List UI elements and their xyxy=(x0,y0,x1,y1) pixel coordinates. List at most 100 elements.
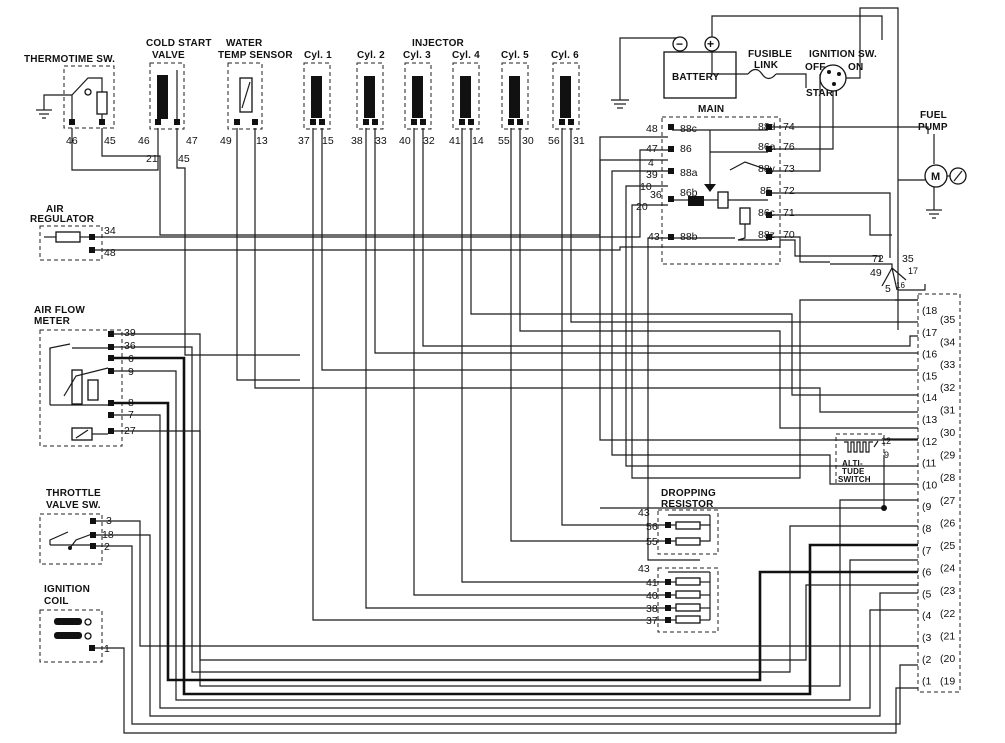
junction-point: 72 35 49 17 5 16 xyxy=(830,253,918,295)
cyl-label: Cyl. 3 xyxy=(403,50,431,61)
water-temp-label: TEMP SENSOR xyxy=(218,50,293,61)
altitude-label: TUDE xyxy=(842,467,865,476)
pin-label: 41 xyxy=(449,135,461,147)
connector-left-pins: (18(17(16(15(14(13(12(11(10(9(8(7(6(5(4(… xyxy=(922,305,937,688)
pin-label: 86b xyxy=(680,187,698,199)
injector-cyl1: Cyl. 1 37 15 xyxy=(298,50,334,147)
connector-pin-label: (12 xyxy=(922,436,937,448)
throttle-label: THROTTLE xyxy=(46,488,101,499)
pin-label: 5 xyxy=(885,283,891,295)
pin-label: 43 xyxy=(648,231,660,243)
cold-start-label: VALVE xyxy=(152,50,185,61)
pin-label: 9 xyxy=(128,366,134,378)
connector-pin-label: (3 xyxy=(922,632,931,644)
connector-pin-label: (13 xyxy=(922,414,937,426)
cold-start-label: COLD START xyxy=(146,38,212,49)
pin-label: 88b xyxy=(680,231,698,243)
battery-circuit: BATTERY − + FUSIBLE LINK IGNITION SW. OF… xyxy=(611,7,899,330)
pin-label: 70 xyxy=(783,229,795,241)
pin-label: 33 xyxy=(375,135,387,147)
air-regulator-label: AIR xyxy=(46,204,64,215)
dropping-resistor-label: RESISTOR xyxy=(661,499,714,510)
fusible-link-label: FUSIBLE xyxy=(748,49,792,60)
pin-label: 86a xyxy=(758,141,776,153)
pin-label: 21 xyxy=(146,153,158,165)
fusible-link-label: LINK xyxy=(754,60,779,71)
pin-label: 40 xyxy=(399,135,411,147)
pin-label: 15 xyxy=(322,135,334,147)
connector-pin-label: (19 xyxy=(940,676,955,688)
pin-label: 43 xyxy=(638,507,650,519)
pin-label: 43 xyxy=(638,563,650,575)
connector-pin-label: (1 xyxy=(922,676,931,688)
cyl-label: Cyl. 6 xyxy=(551,50,579,61)
pin-label: 38 xyxy=(646,603,658,615)
pin-label: 39 xyxy=(646,169,658,181)
air-regulator-label: REGULATOR xyxy=(30,214,95,225)
ignition-off-label: OFF xyxy=(805,62,826,73)
cyl-label: Cyl. 5 xyxy=(501,50,529,61)
pin-label: 88a xyxy=(680,167,698,179)
pin-label: 55 xyxy=(646,536,658,548)
svg-text:−: − xyxy=(676,37,683,51)
injector-cyl6: Cyl. 6 56 31 xyxy=(548,50,585,147)
pin-label: 12 xyxy=(881,436,891,446)
pin-label: 17 xyxy=(908,266,918,276)
connector-pin-label: (2 xyxy=(922,654,931,666)
pin-label: 56 xyxy=(548,135,560,147)
connector-pin-label: (32 xyxy=(940,382,955,394)
pin-label: 2 xyxy=(104,541,110,553)
pin-label: 73 xyxy=(783,163,795,175)
cyl-label: Cyl. 2 xyxy=(357,50,385,61)
pin-label: 56 xyxy=(646,521,658,533)
pin-label: 16 xyxy=(896,281,905,290)
cyl-label: Cyl. 1 xyxy=(304,50,332,61)
pin-label: 48 xyxy=(104,247,116,259)
ignition-on-label: ON xyxy=(848,62,863,73)
connector-pin-label: (16 xyxy=(922,349,937,361)
pin-label: 76 xyxy=(783,141,795,153)
air-flow-meter: AIR FLOW METER 39 36 6 9 8 7 27 xyxy=(34,305,136,447)
injector-title: INJECTOR xyxy=(412,38,465,49)
pin-label: 85 xyxy=(760,185,772,197)
connector-pin-label: (30 xyxy=(940,427,955,439)
connector-pin-label: (29 xyxy=(940,450,955,462)
water-temp-label: WATER xyxy=(226,38,263,49)
injector-cyl2: Cyl. 2 38 33 xyxy=(351,50,387,147)
air-regulator: AIR REGULATOR 34 48 xyxy=(30,204,116,261)
connector-pin-label: (10 xyxy=(922,479,937,491)
altitude-switch: ALTI- TUDE SWITCH 12 9 xyxy=(835,433,891,485)
pin-label: 45 xyxy=(178,153,190,165)
pin-label: 45 xyxy=(104,135,116,147)
pin-label: 10 xyxy=(640,181,652,193)
throttle-valve-switch: THROTTLE VALVE SW. 3 18 2 xyxy=(39,488,114,565)
pin-label: 1 xyxy=(104,643,110,655)
ignition-coil-label: IGNITION xyxy=(44,584,90,595)
connector-pin-label: (26 xyxy=(940,517,955,529)
pin-label: 88c xyxy=(680,123,697,135)
connector-pin-label: (5 xyxy=(922,588,931,600)
pin-label: 32 xyxy=(423,135,435,147)
connector-pin-label: (34 xyxy=(940,337,955,349)
fuel-pump: FUEL PUMP M xyxy=(918,110,967,219)
connector-pin-label: (21 xyxy=(940,630,955,642)
pin-label: 36 xyxy=(124,340,136,352)
pin-label: 88z xyxy=(758,229,775,241)
pin-label: 47 xyxy=(646,143,658,155)
connector-pin-label: (27 xyxy=(940,495,955,507)
altitude-label: SWITCH xyxy=(838,475,871,484)
pin-label: 88d xyxy=(758,121,776,133)
pin-label: 86 xyxy=(680,143,692,155)
pin-label: 34 xyxy=(104,225,116,237)
pin-label: 88y xyxy=(758,163,776,175)
connector-pin-label: (33 xyxy=(940,359,955,371)
injector-cyl3: Cyl. 3 40 32 xyxy=(399,50,435,147)
pin-label: 38 xyxy=(351,135,363,147)
throttle-label: VALVE SW. xyxy=(46,500,101,511)
connector-right-pins: (35(34(33(32(31(30(29(28(27(26(25(24(23(… xyxy=(940,314,955,688)
pin-label: 36 xyxy=(650,189,662,201)
connector-pin-label: (35 xyxy=(940,314,955,326)
pin-label: 72 xyxy=(783,185,795,197)
connector-pin-label: (6 xyxy=(922,567,931,579)
pin-label: 48 xyxy=(646,123,658,135)
